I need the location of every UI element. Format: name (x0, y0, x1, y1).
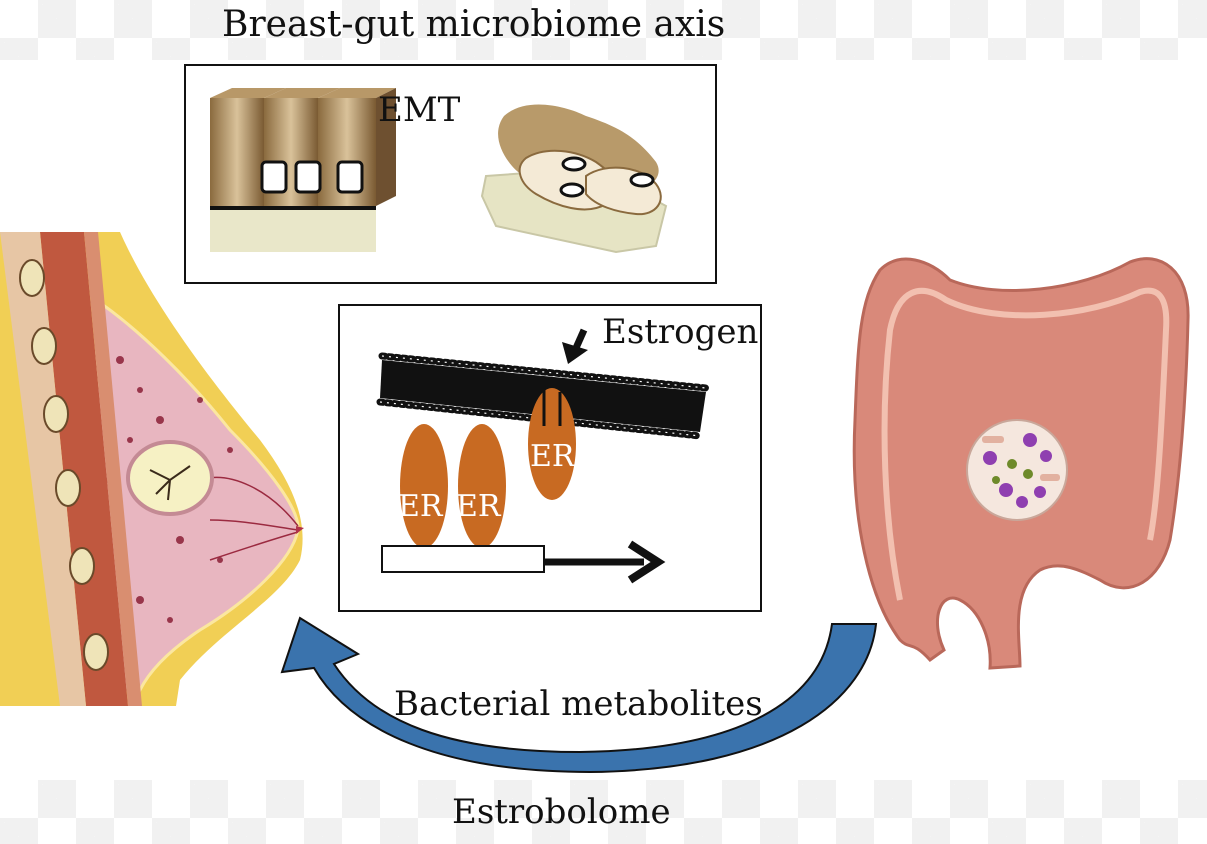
epithelial-cells-icon (210, 88, 396, 252)
background-pattern-bottom (0, 780, 1207, 844)
bacterial-metabolites-label: Bacterial metabolites (394, 684, 763, 724)
background-pattern-top (0, 0, 1207, 60)
estrogen-signaling-illustration: ER ER ER (376, 328, 710, 584)
diagram-title: Breast-gut microbiome axis (222, 4, 726, 45)
estrobolome-label: Estrobolome (452, 792, 671, 832)
emt-label: EMT (378, 90, 461, 130)
transcription-arrow-icon (381, 540, 666, 584)
breast-cross-section-icon (0, 232, 304, 706)
estrogen-receptor-panel: ER ER ER (338, 304, 762, 612)
mesenchymal-cells-icon (480, 104, 668, 254)
estrogen-label: Estrogen (602, 312, 759, 352)
bacteria-icon (982, 433, 1060, 508)
emt-panel (184, 64, 717, 284)
er-label-nuclear-1: ER (398, 489, 444, 524)
membrane-estrogen-receptor-icon: ER (528, 388, 576, 500)
estrogen-arrow-icon (562, 328, 588, 364)
colon-icon (852, 257, 1190, 670)
emt-illustration (210, 88, 668, 254)
nuclear-estrogen-receptor-icon: ER ER (398, 424, 506, 548)
er-label-nuclear-2: ER (456, 489, 502, 524)
er-label-membrane: ER (530, 439, 576, 474)
